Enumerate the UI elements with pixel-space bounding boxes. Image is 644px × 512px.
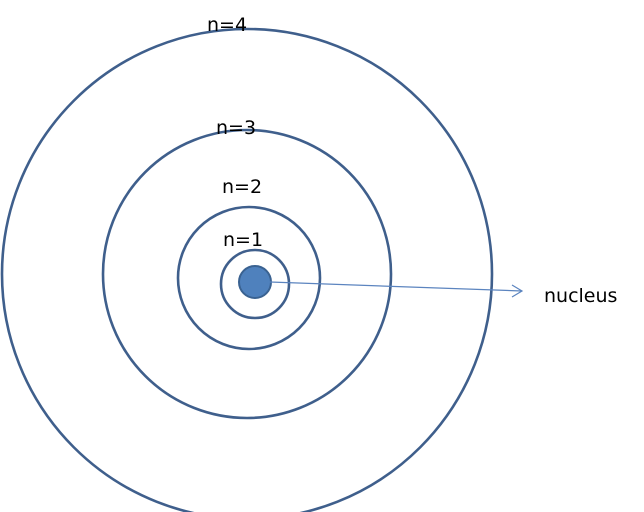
orbit-n1 bbox=[219, 248, 291, 320]
orbit-n3 bbox=[101, 128, 393, 420]
nucleus-pointer-line bbox=[269, 281, 523, 292]
orbit-label-n1: n=1 bbox=[223, 229, 263, 251]
orbit-n2 bbox=[176, 205, 322, 351]
nucleus-label: nucleus bbox=[544, 285, 617, 307]
orbit-n4 bbox=[0, 27, 494, 512]
orbit-label-n2: n=2 bbox=[222, 176, 262, 198]
nucleus-dot bbox=[238, 265, 272, 299]
orbit-label-n4: n=4 bbox=[207, 14, 247, 36]
orbit-label-n3: n=3 bbox=[216, 117, 256, 139]
nucleus-pointer-arrowhead bbox=[511, 284, 524, 298]
